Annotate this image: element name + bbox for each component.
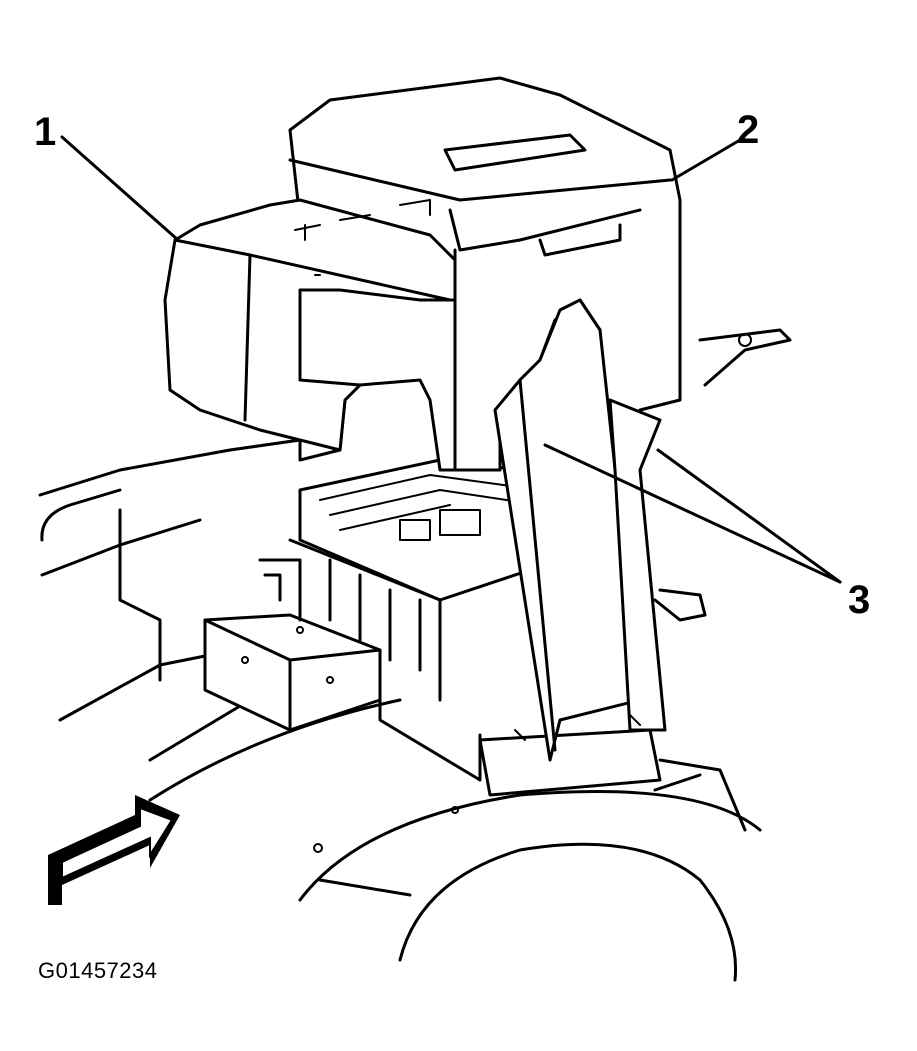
callout-2-label: 2	[737, 108, 760, 152]
figure-id: G01457234	[38, 958, 158, 983]
callout-1-label: 1	[34, 110, 57, 154]
vehicle-body-panels	[38, 328, 792, 982]
leader-lines	[60, 135, 842, 584]
connector-bracket	[203, 558, 382, 732]
front-cover	[163, 198, 457, 452]
callout-3-label: 3	[848, 578, 871, 622]
forward-arrow-icon	[48, 795, 180, 905]
